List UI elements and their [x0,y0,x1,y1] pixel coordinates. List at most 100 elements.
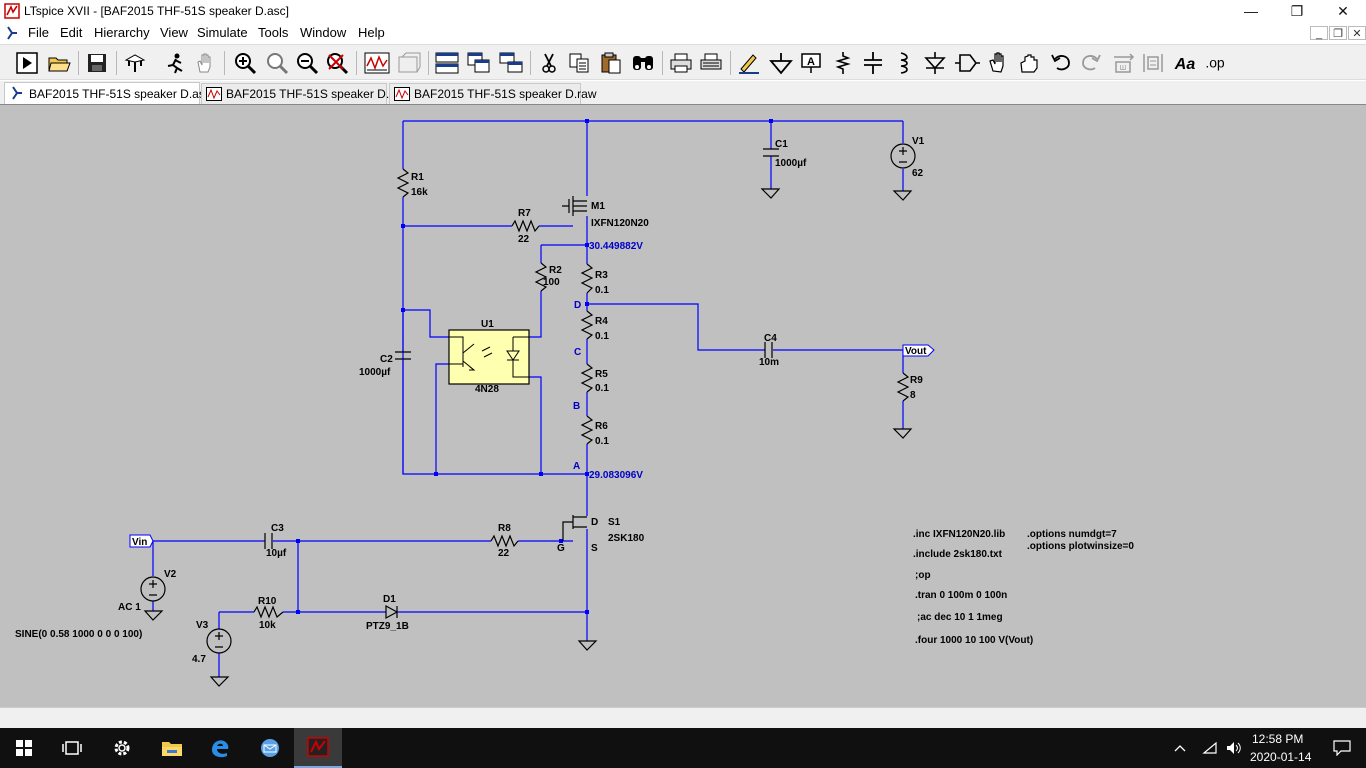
windows-start-icon[interactable] [0,728,48,768]
find-icon[interactable] [630,50,656,76]
file-explorer-icon[interactable] [148,728,196,768]
directive-tran[interactable]: .tran 0 100m 0 100n [915,590,1007,601]
copy-icon[interactable] [566,50,592,76]
document-icon[interactable] [4,25,20,41]
mail-icon[interactable] [246,728,294,768]
sources [140,143,916,654]
directive-inc[interactable]: .inc IXFN120N20.lib [913,529,1005,540]
rotate-icon[interactable]: Ш [1110,50,1136,76]
diode-icon[interactable] [922,50,948,76]
minimize-button[interactable]: — [1244,3,1258,19]
r2-name: R2 [549,265,562,276]
print-icon[interactable] [668,50,694,76]
tab-schematic[interactable]: BAF2015 THF-51S speaker D.asc [4,82,211,104]
paste-icon[interactable] [598,50,624,76]
pan-icon[interactable] [192,50,218,76]
resistor-icon[interactable] [830,50,856,76]
s1-source-label: S [591,543,598,554]
cut-icon[interactable] [536,50,562,76]
mirror-icon[interactable] [1140,50,1166,76]
task-view-icon[interactable] [48,728,96,768]
redo-icon[interactable] [1078,50,1104,76]
tile-horizontal-icon[interactable] [434,50,460,76]
draw-wire-icon[interactable] [736,50,762,76]
net-flags [129,344,935,548]
volume-icon[interactable] [1220,728,1248,768]
ground-icon[interactable] [768,50,794,76]
directive-plotwinsize[interactable]: .options plotwinsize=0 [1027,541,1134,552]
directive-four[interactable]: .four 1000 10 100 V(Vout) [915,635,1033,646]
directive-include[interactable]: .include 2sk180.txt [913,549,1003,560]
menu-simulate[interactable]: Simulate [197,25,248,40]
clock-time[interactable]: 12:58 PM [1252,732,1304,746]
r5-value: 0.1 [595,383,609,394]
ltspice-icon[interactable] [294,728,342,768]
menu-edit[interactable]: Edit [60,25,83,40]
r6-value: 0.1 [595,436,609,447]
run-icon[interactable] [14,50,40,76]
tab-raw[interactable]: BAF2015 THF-51S speaker D.raw [389,83,597,104]
node-label-c: C [574,347,581,358]
mdi-restore-button[interactable]: ❐ [1329,26,1347,40]
menu-file[interactable]: File [28,25,49,40]
spice-directives[interactable]: .inc IXFN120N20.lib .include 2sk180.txt … [913,529,1134,646]
tab-fft[interactable]: BAF2015 THF-51S speaker D.fft [201,83,399,104]
clock-date[interactable]: 2020-01-14 [1250,750,1312,764]
menu-window[interactable]: Window [300,25,347,40]
text-icon[interactable]: Aa [1172,50,1198,76]
menu-tools[interactable]: Tools [258,25,289,40]
capacitor-icon[interactable] [860,50,886,76]
undo-icon[interactable] [1048,50,1074,76]
maximize-button[interactable]: ❐ [1290,2,1304,19]
zoom-in-icon[interactable] [232,50,258,76]
r1-name: R1 [411,172,424,183]
m1-name: M1 [591,201,605,212]
r10-value: 10k [259,620,276,631]
drag-icon[interactable] [1016,50,1042,76]
node-label-b: B [573,401,580,412]
notification-icon[interactable] [1318,728,1366,768]
waveform-icon[interactable] [364,50,390,76]
schematic-canvas[interactable]: R1 16k R7 22 R2 100 R3 0.1 R4 0.1 R5 0.1… [0,104,1366,707]
c3-name: C3 [271,523,284,534]
cascade-icon[interactable] [498,50,524,76]
r3-value: 0.1 [595,285,609,296]
directive-op[interactable]: ;op [915,570,931,581]
m1-value: IXFN120N20 [591,218,649,229]
autorange-icon[interactable] [396,50,422,76]
network-icon[interactable] [1196,728,1224,768]
settings-icon[interactable] [98,728,146,768]
chevron-up-icon[interactable] [1160,728,1200,768]
save-icon[interactable] [84,50,110,76]
waveform-icon [394,87,410,101]
directive-numdgt[interactable]: .options numdgt=7 [1027,529,1117,540]
open-icon[interactable] [46,50,72,76]
move-icon[interactable] [986,50,1012,76]
tile-vertical-icon[interactable] [466,50,492,76]
zoom-out-icon[interactable] [294,50,320,76]
r4-value: 0.1 [595,331,609,342]
mdi-close-button[interactable]: ✕ [1348,26,1366,40]
zoom-area-icon[interactable] [264,50,290,76]
spice-directive-label: .op [1205,55,1225,71]
control-panel-icon[interactable] [122,50,148,76]
directive-ac[interactable]: ;ac dec 10 1 1meg [917,612,1003,623]
taskbar: 12:58 PM 2020-01-14 [0,728,1366,768]
mdi-minimize-button[interactable]: _ [1310,26,1328,40]
v1-value: 62 [912,168,924,179]
spice-directive-icon[interactable]: .op [1202,50,1228,76]
halt-icon[interactable] [162,50,188,76]
close-button[interactable]: ✕ [1337,2,1349,19]
inductor-icon[interactable] [890,50,916,76]
print-preview-icon[interactable] [698,50,724,76]
zoom-fit-icon[interactable] [324,50,350,76]
u1-value: 4N28 [475,384,499,395]
tab-raw-label: BAF2015 THF-51S speaker D.raw [414,87,597,101]
menu-help[interactable]: Help [358,25,385,40]
label-net-icon[interactable]: A [798,50,824,76]
menu-view[interactable]: View [160,25,188,40]
menu-hierarchy[interactable]: Hierarchy [94,25,150,40]
edge-icon[interactable] [196,728,244,768]
d1-name: D1 [383,594,396,605]
component-icon[interactable] [954,50,980,76]
